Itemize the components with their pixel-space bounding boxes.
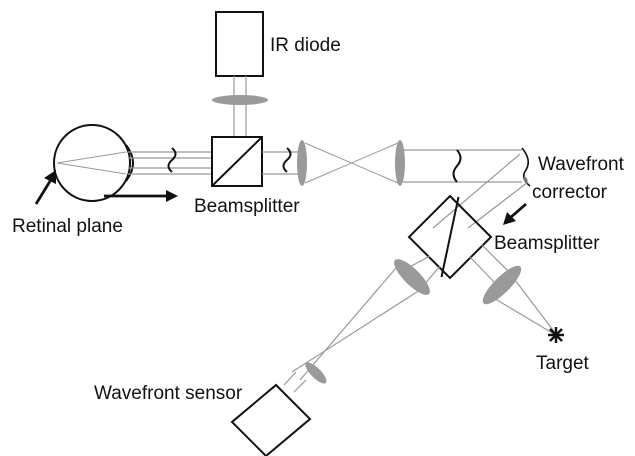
- wavefront-corrector-bump: [523, 176, 528, 184]
- ir-lens: [212, 95, 268, 105]
- beamsplitter-1-label: Beamsplitter: [194, 196, 300, 217]
- retinal-plane-label: Retinal plane: [12, 216, 123, 237]
- wavefront-sensor-box: [230, 383, 312, 456]
- relay-crossing-beams: [304, 142, 399, 184]
- sensor-lens-2: [305, 362, 327, 384]
- arrow-beamsplitter-2: [503, 202, 527, 225]
- wavefront-squiggle-2: [282, 147, 292, 173]
- wavefront-sensor-label: Wavefront sensor: [94, 383, 243, 404]
- wavefront-corrector-label-line2: corrector: [532, 182, 607, 203]
- target-label: Target: [536, 353, 589, 374]
- beamsplitter-1: [211, 136, 263, 187]
- relay-lens-1: [297, 140, 307, 186]
- ir-diode-label: IR diode: [270, 35, 341, 56]
- eye-beam: [128, 151, 212, 175]
- arrow-retinal-plane: [34, 170, 56, 205]
- relay-lens-2: [395, 140, 405, 186]
- wavefront-corrector-label-line1: Wavefront: [538, 154, 624, 175]
- arrow-beamsplitter-1: [104, 190, 178, 202]
- relay-beam-2: [403, 149, 522, 183]
- eye: [53, 124, 134, 202]
- sensor-input-beam: [283, 371, 307, 393]
- ir-diode-box: [215, 11, 264, 77]
- target-star: [548, 327, 564, 343]
- sensor-lens-1: [394, 259, 430, 295]
- ir-diode-beam: [233, 76, 247, 137]
- wavefront-squiggle-1: [167, 147, 177, 173]
- beamsplitter-2-label: Beamsplitter: [494, 233, 600, 254]
- beamsplitter-2: [407, 194, 493, 280]
- diagonal-beam: [432, 153, 529, 229]
- target-arm-beam: [469, 244, 557, 335]
- relay-beam-1: [262, 151, 298, 175]
- target-lens: [482, 265, 522, 305]
- wavefront-squiggle-3: [452, 149, 462, 183]
